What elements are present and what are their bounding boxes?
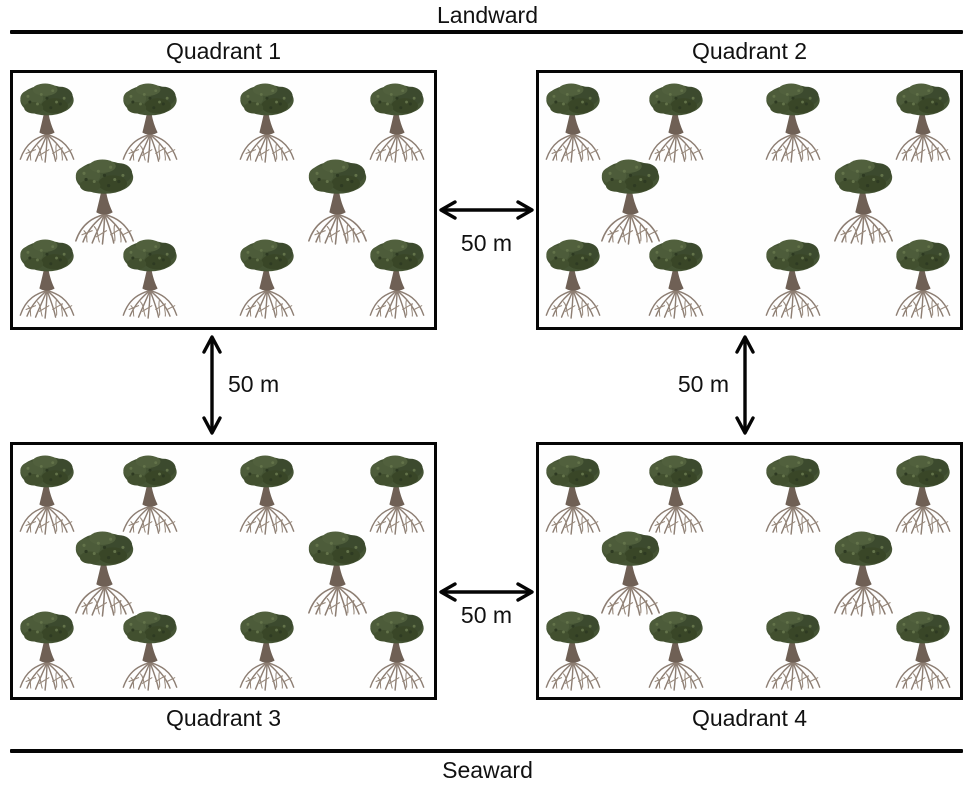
mangrove-tree-icon xyxy=(544,455,602,535)
quadrant-1-box xyxy=(10,70,437,330)
mangrove-tree-icon xyxy=(647,83,705,163)
mangrove-tree-icon xyxy=(18,239,76,319)
mangrove-tree-icon xyxy=(73,159,136,245)
mangrove-tree-icon xyxy=(18,455,76,535)
mangrove-tree-icon xyxy=(599,159,662,245)
mangrove-tree-icon xyxy=(121,239,179,319)
quadrant-2-box xyxy=(536,70,963,330)
mangrove-tree-icon xyxy=(306,159,369,245)
landward-shoreline-line xyxy=(10,30,963,34)
mangrove-tree-icon xyxy=(368,83,426,163)
mangrove-tree-icon xyxy=(894,455,952,535)
mangrove-tree-icon xyxy=(121,611,179,691)
double-headed-horizontal-arrow-icon xyxy=(437,580,536,604)
quadrant-3-label: Quadrant 3 xyxy=(165,705,282,731)
distance-label-top-horizontal: 50 m xyxy=(460,230,513,256)
mangrove-tree-icon xyxy=(764,455,822,535)
mangrove-tree-icon xyxy=(18,611,76,691)
mangrove-tree-icon xyxy=(368,239,426,319)
seaward-shoreline-line xyxy=(10,749,963,753)
seaward-label: Seaward xyxy=(442,757,533,783)
distance-label-bottom-horizontal: 50 m xyxy=(460,602,513,628)
quadrant-1-label: Quadrant 1 xyxy=(165,38,282,64)
double-headed-vertical-arrow-icon xyxy=(200,333,224,437)
quadrant-3-box xyxy=(10,442,437,700)
mangrove-tree-icon xyxy=(894,239,952,319)
mangrove-tree-icon xyxy=(544,239,602,319)
mangrove-tree-icon xyxy=(238,611,296,691)
landward-label: Landward xyxy=(436,2,539,28)
mangrove-tree-icon xyxy=(121,455,179,535)
double-headed-vertical-arrow-icon xyxy=(733,333,757,437)
mangrove-tree-icon xyxy=(647,611,705,691)
mangrove-tree-icon xyxy=(73,531,136,617)
mangrove-tree-icon xyxy=(764,239,822,319)
mangrove-tree-icon xyxy=(764,611,822,691)
mangrove-tree-icon xyxy=(599,531,662,617)
mangrove-tree-icon xyxy=(544,611,602,691)
quadrant-4-label: Quadrant 4 xyxy=(691,705,808,731)
distance-label-left-vertical: 50 m xyxy=(228,371,280,397)
mangrove-tree-icon xyxy=(894,611,952,691)
mangrove-tree-icon xyxy=(832,159,895,245)
mangrove-tree-icon xyxy=(544,83,602,163)
mangrove-tree-icon xyxy=(238,455,296,535)
double-headed-horizontal-arrow-icon xyxy=(437,198,536,222)
mangrove-tree-icon xyxy=(18,83,76,163)
mangrove-tree-icon xyxy=(306,531,369,617)
mangrove-tree-icon xyxy=(121,83,179,163)
mangrove-tree-icon xyxy=(647,239,705,319)
mangrove-tree-icon xyxy=(647,455,705,535)
mangrove-tree-icon xyxy=(832,531,895,617)
mangrove-tree-icon xyxy=(238,239,296,319)
mangrove-tree-icon xyxy=(764,83,822,163)
mangrove-tree-icon xyxy=(238,83,296,163)
quadrant-4-box xyxy=(536,442,963,700)
quadrant-2-label: Quadrant 2 xyxy=(691,38,808,64)
mangrove-tree-icon xyxy=(368,455,426,535)
mangrove-tree-icon xyxy=(894,83,952,163)
distance-label-right-vertical: 50 m xyxy=(677,371,729,397)
mangrove-tree-icon xyxy=(368,611,426,691)
